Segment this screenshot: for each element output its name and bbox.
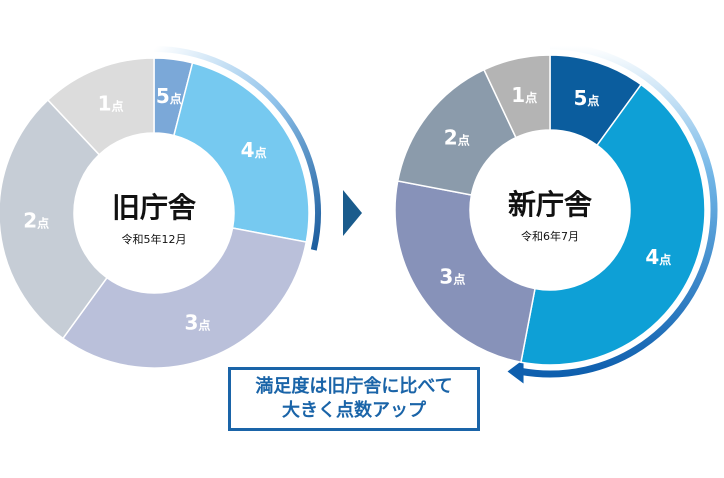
slice-1pt xyxy=(46,57,155,156)
slice-label: 4点 xyxy=(241,138,267,162)
slice-label: 4点 xyxy=(645,245,671,269)
slice-3pt xyxy=(394,180,536,364)
arrow-right-icon xyxy=(343,190,362,236)
progress-arc-new xyxy=(520,42,718,378)
slice-2pt xyxy=(0,98,109,340)
slice-4pt xyxy=(172,61,310,243)
slice-4pt xyxy=(520,83,706,366)
note-line-1: 満足度は旧庁舎に比べて xyxy=(255,376,453,397)
slice-label: 3点 xyxy=(439,264,465,288)
slice-label: 1点 xyxy=(511,83,537,107)
arrow-head-icon xyxy=(507,359,524,384)
chart-subtitle: 令和6年7月 xyxy=(521,229,579,243)
slice-3pt xyxy=(61,227,308,369)
chart-title: 新庁舎 xyxy=(508,188,592,221)
summary-note: 満足度は旧庁舎に比べて 大きく点数アップ xyxy=(228,367,480,431)
slice-label: 2点 xyxy=(23,208,49,232)
chart-title: 旧庁舎 xyxy=(112,191,196,224)
slice-label: 1点 xyxy=(98,91,124,115)
slice-label: 5点 xyxy=(573,86,599,110)
slice-label: 5点 xyxy=(156,84,182,108)
note-line-2: 大きく点数アップ xyxy=(282,400,426,421)
chart-subtitle: 令和5年12月 xyxy=(122,232,187,246)
slice-label: 3点 xyxy=(184,311,210,335)
slice-label: 2点 xyxy=(444,126,470,150)
slice-1pt xyxy=(483,54,551,139)
progress-arc-old xyxy=(153,46,321,251)
